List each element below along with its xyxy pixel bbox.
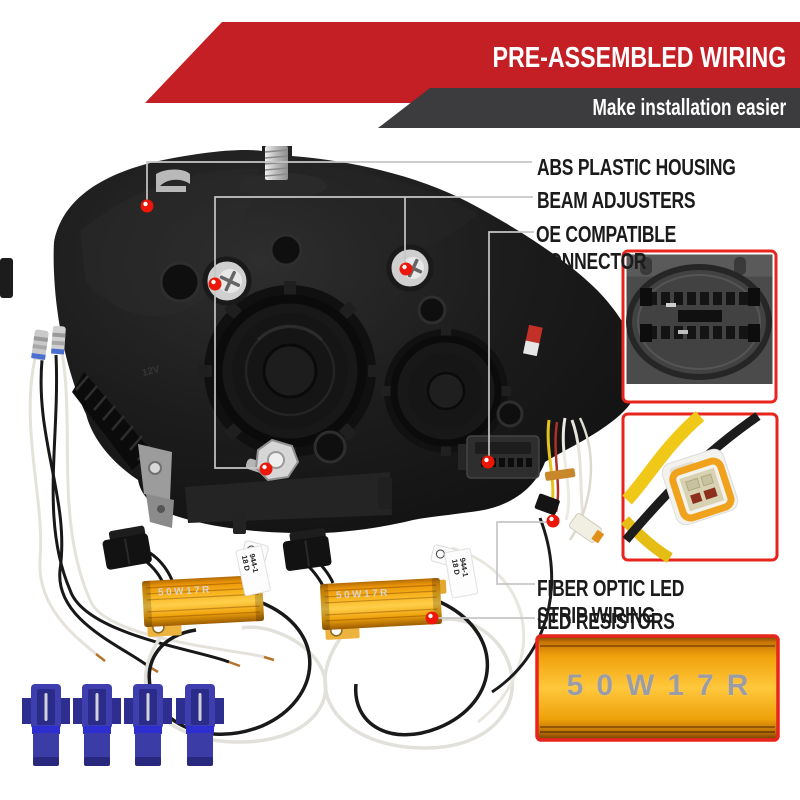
mounting-bracket: [138, 444, 174, 528]
bulb-socket: [51, 325, 66, 355]
right-bulb-cap: [381, 326, 511, 456]
wire-tag: [235, 545, 271, 597]
feature-label-beam-adjusters: BEAM ADJUSTERS: [537, 187, 696, 213]
oe-connector-block: [458, 435, 540, 479]
bottom-plate: [185, 472, 392, 534]
headlight-photo: [0, 146, 642, 544]
fiber-wire-bundle: [534, 417, 605, 544]
bulb-socket: [31, 329, 49, 361]
left-bulb-cap: [198, 281, 382, 461]
fiber-connector: [661, 448, 739, 526]
resistor-inset: [535, 634, 780, 742]
quick-splice-tap: [124, 684, 172, 766]
fiber-inset: [621, 411, 779, 563]
bulb-socket-pigtails: [28, 325, 275, 674]
callout-dot-beam-right: [399, 262, 413, 276]
quick-splice-connectors: [22, 684, 224, 766]
resistor-harness-2: [282, 517, 554, 750]
callout-lines: [146, 161, 550, 619]
callout-dot-fiber: [546, 514, 560, 528]
resistor-inset-marking: 50W17R: [566, 669, 762, 702]
quick-splice-tap: [22, 684, 70, 766]
feature-label-led-resistors: LED RESISTORS: [537, 608, 675, 634]
sm-connector: [282, 528, 332, 571]
feature-label-fiber-optic-wiring: FIBER OPTIC LED STRIP WIRING: [537, 575, 685, 628]
feature-label-oe-connector: OE COMPATIBLE CONNECTOR: [536, 221, 677, 274]
wire-tag-text: 944-1 18 D: [239, 552, 261, 574]
housing-left-tab: [0, 258, 13, 298]
quick-splice-tap: [73, 684, 121, 766]
banner-subtitle: Make installation easier: [592, 94, 786, 120]
callout-dot-oe-connector: [481, 455, 495, 469]
feature-label-abs-plastic-housing: ABS PLASTIC HOUSING: [537, 154, 736, 180]
red-banner: [145, 22, 800, 103]
gray-banner: [378, 88, 800, 128]
callout-dot-abs: [140, 199, 154, 213]
housing-sticker: [523, 324, 543, 357]
wire-tag-text: 944-1 18 D: [450, 556, 471, 578]
banner-title: PRE-ASSEMBLED WIRING: [492, 42, 786, 74]
led-resistor-body: [319, 577, 447, 640]
connector-inset: [621, 249, 778, 404]
sm-connector: [102, 525, 152, 570]
small-caps: [159, 233, 524, 464]
wire-tag: [444, 548, 479, 599]
callout-dot-resistor: [425, 611, 439, 625]
retaining-clip: [156, 169, 190, 192]
callout-dot-beam-left: [208, 277, 222, 291]
callout-dot-beam-bottom: [259, 462, 273, 476]
quick-splice-tap: [176, 684, 224, 766]
beam-adjuster-screw-left: [202, 256, 252, 306]
callout-dots: [140, 199, 560, 625]
